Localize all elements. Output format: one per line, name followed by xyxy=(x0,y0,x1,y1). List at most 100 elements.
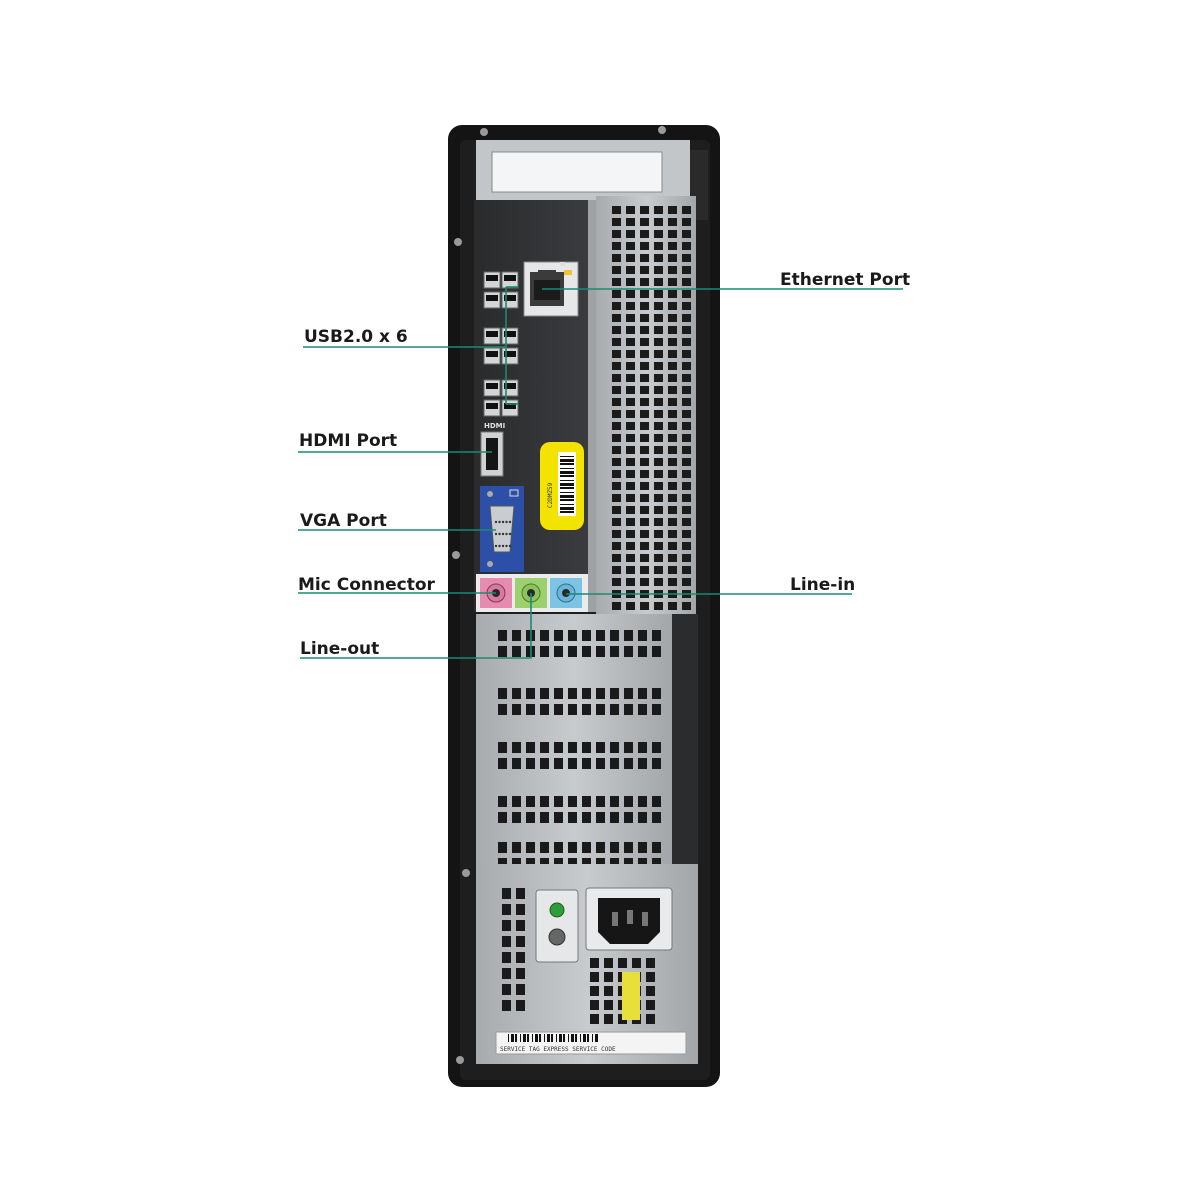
slot-vent-hole xyxy=(582,812,591,823)
vent-hole xyxy=(682,530,691,538)
usb-port[interactable] xyxy=(483,347,501,365)
slot-vent-hole xyxy=(638,758,647,769)
vga-pin xyxy=(508,532,512,536)
slot-vent-hole xyxy=(498,704,507,715)
psu-vent-hole xyxy=(646,1014,655,1024)
slot-vent-hole xyxy=(554,646,563,657)
vent-hole xyxy=(654,530,663,538)
usb-port[interactable] xyxy=(483,271,501,289)
vent-hole xyxy=(640,218,649,226)
usb-port[interactable] xyxy=(501,327,519,345)
vent-hole xyxy=(626,302,635,310)
psu-vent-hole xyxy=(516,1000,525,1011)
vent-hole xyxy=(612,302,621,310)
vent-hole xyxy=(640,314,649,322)
vent-hole xyxy=(640,398,649,406)
vent-hole xyxy=(626,362,635,370)
usb-port[interactable] xyxy=(501,291,519,309)
slot-vent-hole xyxy=(652,858,661,869)
vent-hole xyxy=(682,326,691,334)
slot-vent-hole xyxy=(526,688,535,699)
psu-vent-hole xyxy=(604,986,613,996)
barcode-bar xyxy=(520,1034,521,1042)
vent-hole xyxy=(668,266,677,274)
psu-vent-hole xyxy=(646,1000,655,1010)
slot-vent-hole xyxy=(582,704,591,715)
vent-hole xyxy=(626,254,635,262)
slot-vent-hole xyxy=(596,796,605,807)
vent-hole xyxy=(640,542,649,550)
vent-hole xyxy=(626,506,635,514)
psu-vent-hole xyxy=(646,986,655,996)
vent-hole xyxy=(654,554,663,562)
vent-hole xyxy=(682,374,691,382)
slot-vent-hole xyxy=(596,630,605,641)
psu-vent-hole xyxy=(516,968,525,979)
slot-vent-hole xyxy=(526,704,535,715)
vent-hole xyxy=(654,566,663,574)
vent-hole xyxy=(682,602,691,610)
usb-port[interactable] xyxy=(501,379,519,397)
vent-hole xyxy=(668,302,677,310)
vent-hole xyxy=(612,482,621,490)
usb-port[interactable] xyxy=(483,379,501,397)
psu-switch[interactable] xyxy=(548,928,566,946)
vent-hole xyxy=(668,254,677,262)
slot-vent-hole xyxy=(498,758,507,769)
vent-hole xyxy=(640,446,649,454)
vent-hole xyxy=(654,458,663,466)
vent-hole xyxy=(640,302,649,310)
slot-vent-hole xyxy=(512,812,521,823)
slot-vent-hole xyxy=(512,704,521,715)
slot-vent-hole xyxy=(568,796,577,807)
slot-vent-hole xyxy=(540,758,549,769)
usb-port[interactable] xyxy=(501,271,519,289)
vent-hole xyxy=(626,386,635,394)
barcode-bar xyxy=(560,483,574,486)
hdmi-port[interactable] xyxy=(480,431,504,477)
linein-jack[interactable] xyxy=(550,578,582,608)
barcode-bar xyxy=(515,1034,517,1042)
vent-hole xyxy=(682,554,691,562)
vent-hole xyxy=(668,482,677,490)
usb-port-slot xyxy=(504,331,516,337)
vent-hole xyxy=(654,446,663,454)
top-bracket xyxy=(476,140,708,220)
usb-port[interactable] xyxy=(483,327,501,345)
slot-vent-hole xyxy=(624,630,633,641)
barcode-bar xyxy=(587,1034,589,1042)
vga-port[interactable] xyxy=(480,486,524,572)
vent-hole xyxy=(612,578,621,586)
vent-hole xyxy=(654,266,663,274)
vent-hole xyxy=(640,518,649,526)
slot-vent-hole xyxy=(610,796,619,807)
vent-hole xyxy=(682,434,691,442)
slot-vent-hole xyxy=(568,704,577,715)
usb-port[interactable] xyxy=(483,291,501,309)
vent-hole xyxy=(626,290,635,298)
barcode-bar xyxy=(511,1034,514,1042)
usb-port[interactable] xyxy=(501,399,519,417)
side-vent-grille xyxy=(596,196,696,616)
vent-hole xyxy=(682,242,691,250)
vent-hole xyxy=(640,206,649,214)
slot-vent-hole xyxy=(540,842,549,853)
vent-hole xyxy=(612,206,621,214)
usb-port[interactable] xyxy=(483,399,501,417)
slot-vent-hole xyxy=(568,742,577,753)
slot-vent-hole xyxy=(512,858,521,869)
slot-vent-hole xyxy=(596,688,605,699)
vent-hole xyxy=(626,206,635,214)
slot-vent-hole xyxy=(526,812,535,823)
vent-hole xyxy=(626,494,635,502)
vent-hole xyxy=(612,230,621,238)
slot-vent-hole xyxy=(554,858,563,869)
vent-hole xyxy=(612,398,621,406)
vga-pin xyxy=(508,544,512,548)
slot-vent-hole xyxy=(638,630,647,641)
usb-port-slot xyxy=(486,403,498,409)
slot-vent-hole xyxy=(568,630,577,641)
slot-vent-hole xyxy=(512,742,521,753)
usb-port[interactable] xyxy=(501,347,519,365)
vent-hole xyxy=(626,326,635,334)
